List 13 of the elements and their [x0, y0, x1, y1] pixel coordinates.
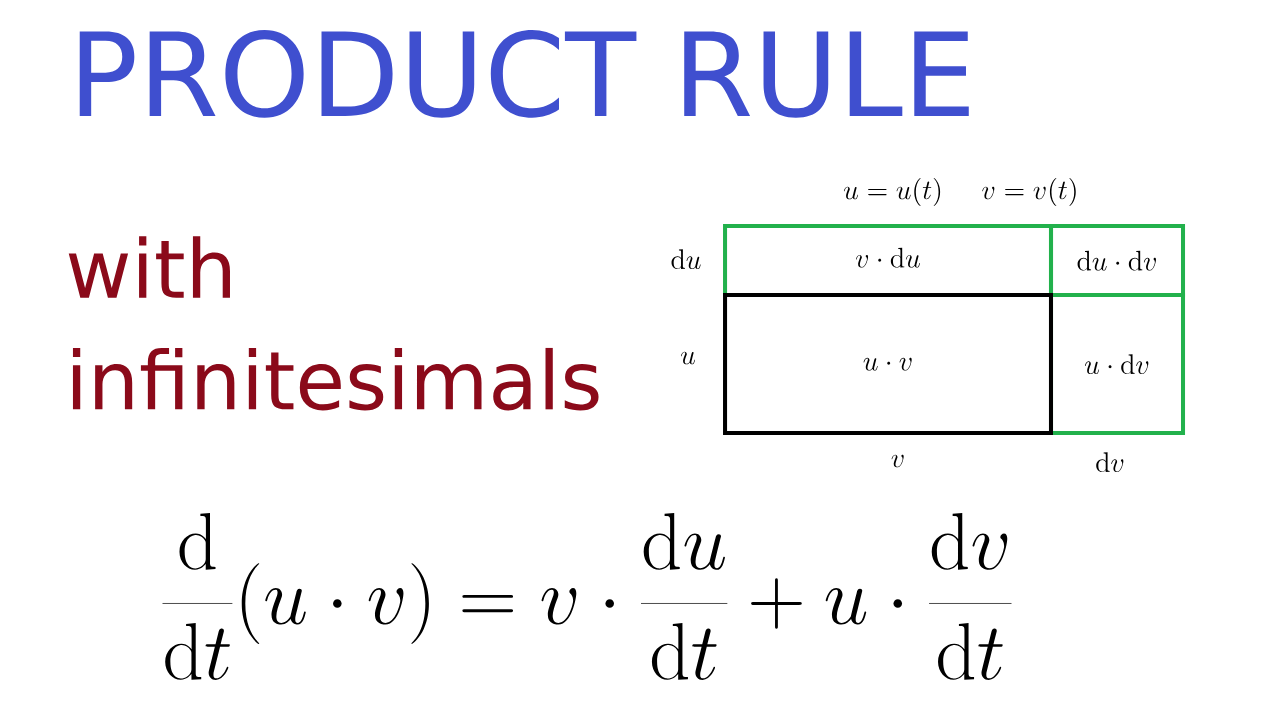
dimension-label: $u$	[680, 351, 696, 365]
dimension-label: $v$	[891, 454, 904, 468]
title: PRODUCT RULE	[79, 29, 969, 118]
definition-formula: $v = v(t)$	[982, 177, 1076, 207]
area-rectangle: $u \cdot v$	[723, 293, 1053, 435]
subtitle: with infinitesimals	[68, 236, 599, 411]
dimension-label: $\mathrm{d}u$	[671, 249, 701, 270]
definition-formula: $u = u(t)$	[843, 177, 941, 207]
area-rectangle: $v \cdot \mathrm{d}u$	[723, 224, 1053, 297]
area-rectangle: $\mathrm{d}u \cdot \mathrm{d}v$	[1049, 224, 1186, 297]
area-rectangle: $u \cdot \mathrm{d}v$	[1049, 293, 1186, 435]
product-rule-formula: $\frac{\mathrm{d}}{\mathrm{d}t}(u \cdot v) = v \cdot \frac{\mathrm{d}u}{\mathrm{d}t} + u \cdot \frac{\mathrm{d}v}{\mathrm{d}t}$	[162, 512, 1012, 680]
dimension-label: $\mathrm{d}v$	[1096, 452, 1124, 473]
